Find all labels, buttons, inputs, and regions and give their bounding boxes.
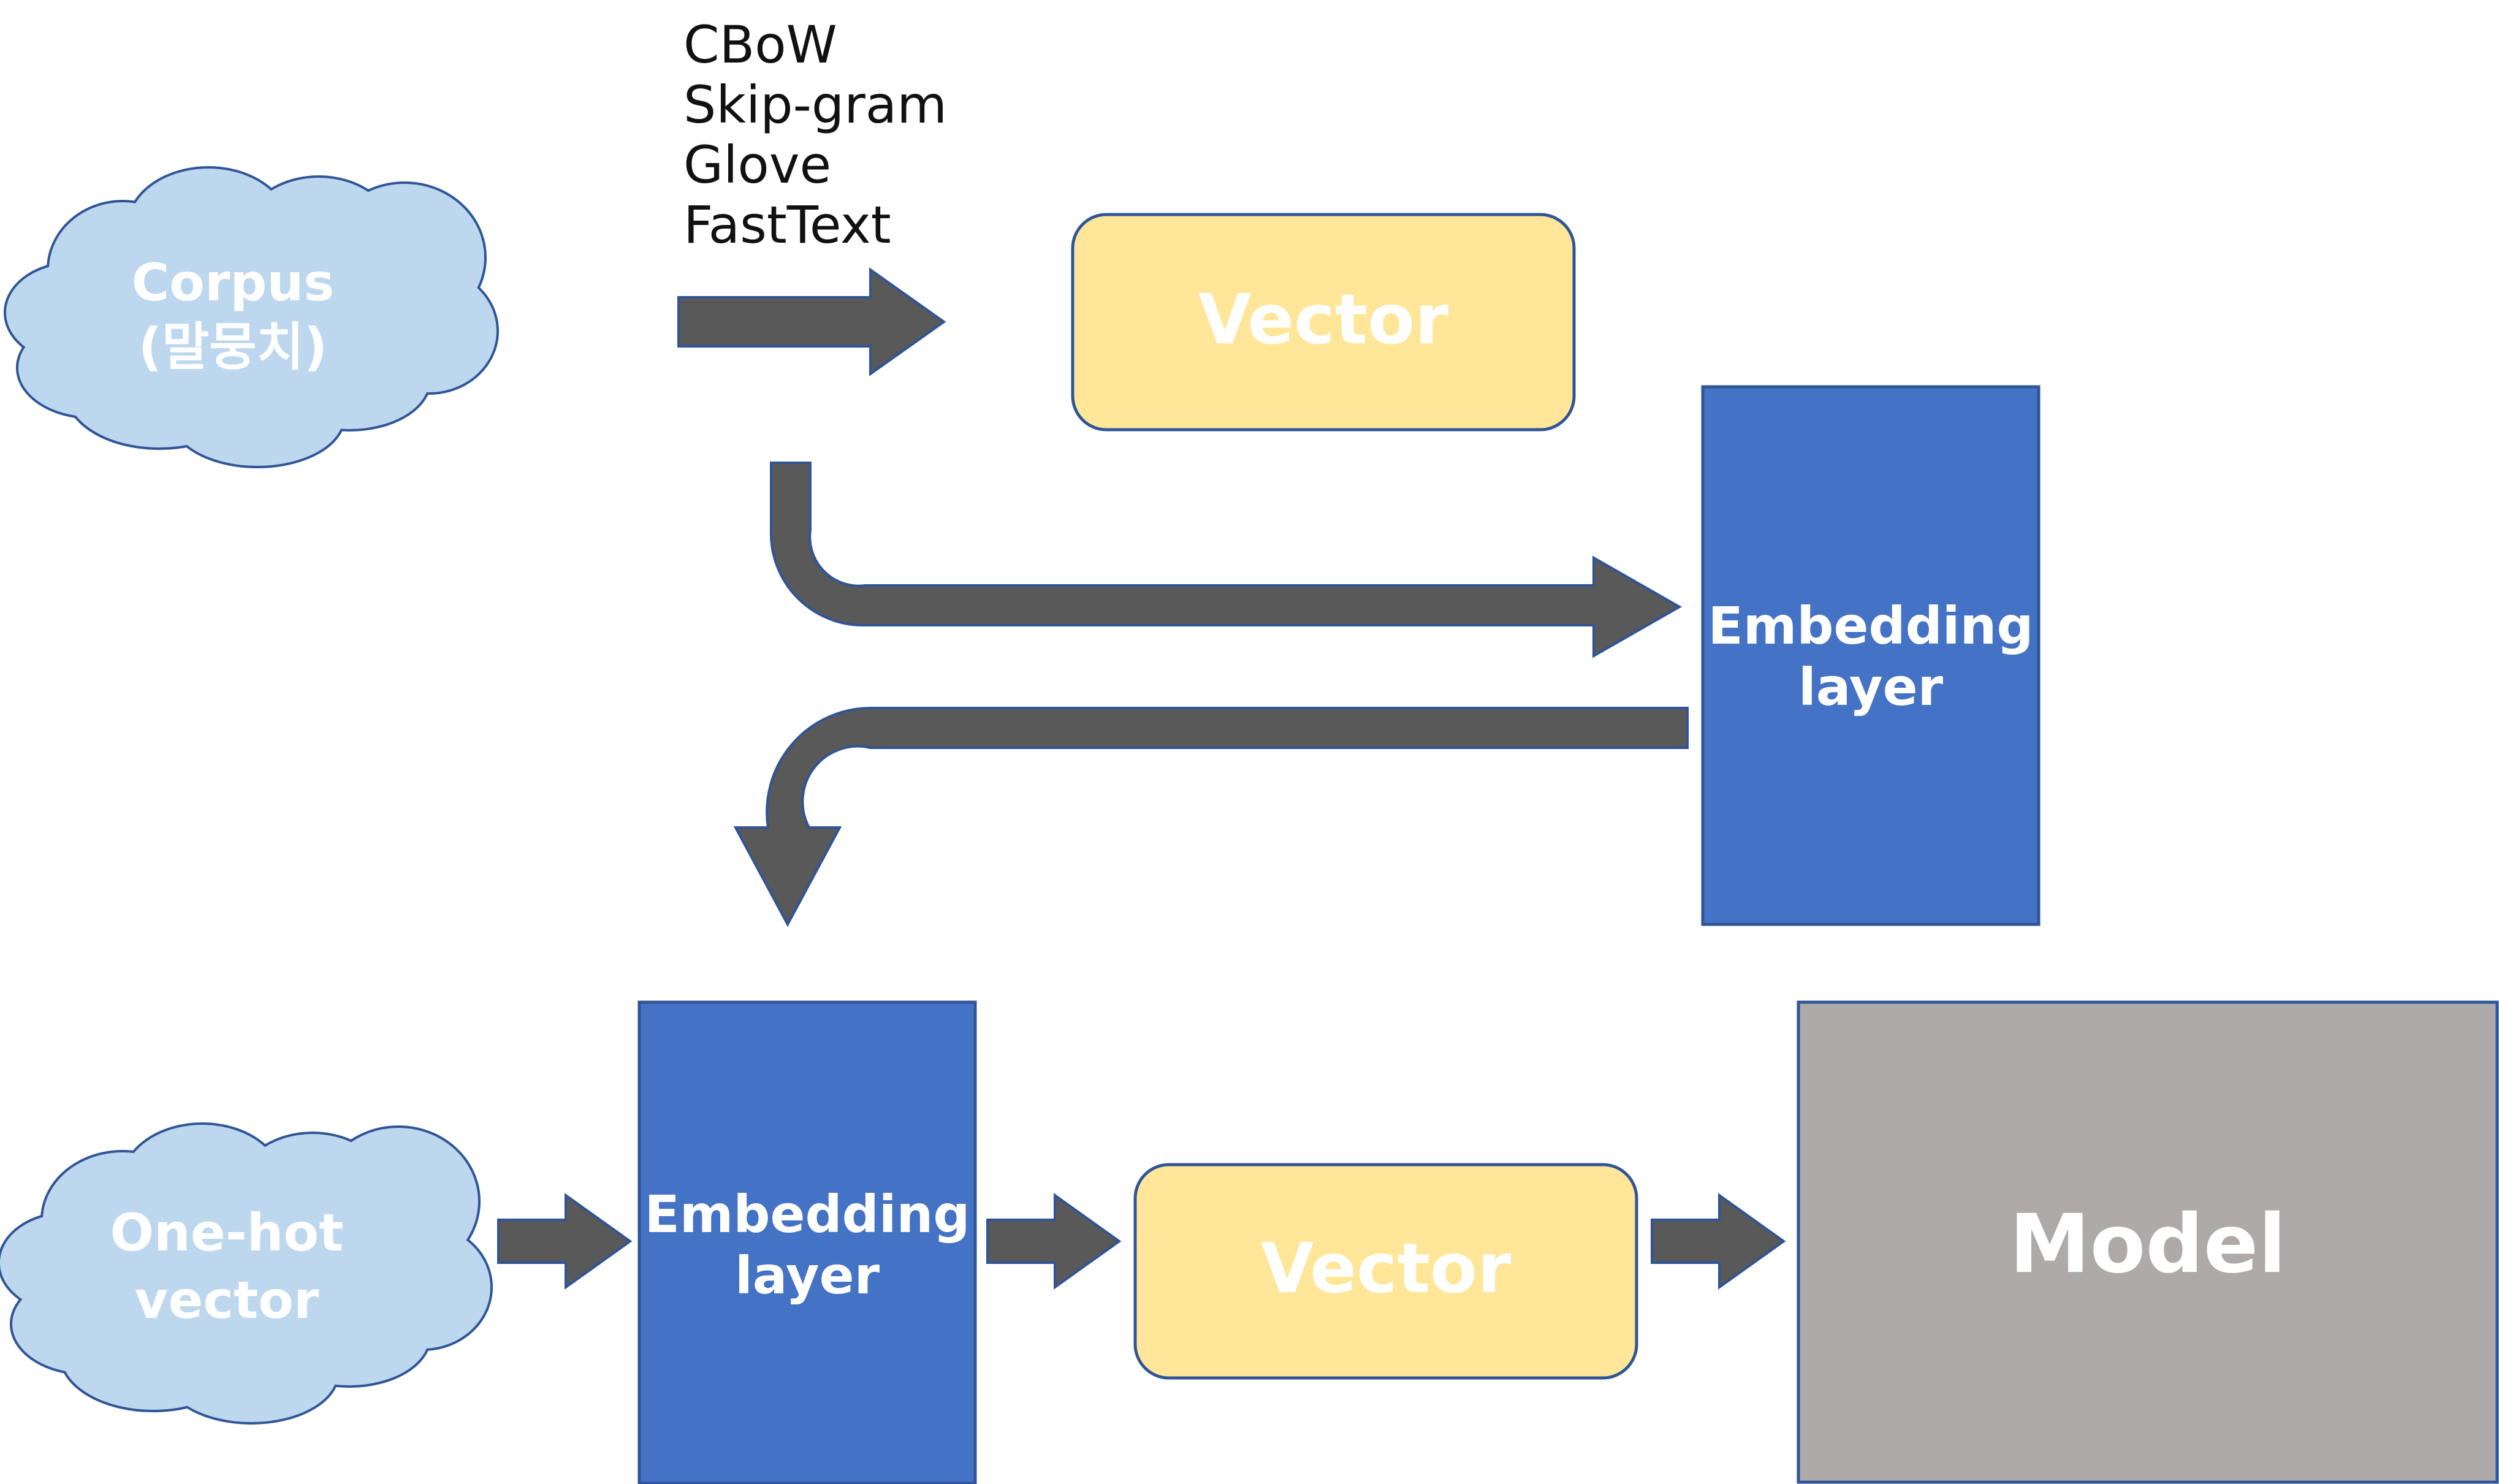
method-fasttext: FastText <box>683 195 891 255</box>
vector-box-bottom-shape <box>1133 1163 1638 1380</box>
vector-box-top: Vector <box>1071 213 1576 432</box>
corpus-label: Corpus <box>132 253 335 313</box>
one-hot-label-line2: vector <box>135 1270 319 1330</box>
corpus-cloud-shape <box>4 166 499 468</box>
method-skip-gram: Skip-gram <box>683 75 947 135</box>
model-box-shape <box>1797 1000 2499 1484</box>
model-box: Model <box>1797 1000 2499 1484</box>
embedding-methods-list: CBoW Skip-gram Glove FastText <box>683 15 947 255</box>
one-hot-cloud-shape <box>0 1122 493 1425</box>
embedding-bottom-label-line2: layer <box>735 1246 880 1306</box>
one-hot-label-line1: One-hot <box>110 1203 344 1263</box>
embedding-layer-top: Embedding layer <box>1701 385 2041 926</box>
vector-to-model-arrow <box>1651 1193 1786 1290</box>
vector-top-label: Vector <box>1198 280 1449 360</box>
embedding-layer-top-shape <box>1701 385 2041 926</box>
vector-box-bottom: Vector <box>1133 1163 1638 1380</box>
embedding-top-label-line1: Embedding <box>1708 596 2034 656</box>
embedding-layer-bottom: Embedding layer <box>637 1000 977 1484</box>
corpus-to-embedding-arrow <box>769 462 1683 658</box>
methods-to-vector-arrow <box>677 267 946 376</box>
method-cbow: CBoW <box>683 15 837 75</box>
corpus-korean-label: (말뭉치) <box>139 317 328 377</box>
embedding-top-label-line2: layer <box>1798 657 1944 717</box>
embedding-layer-bottom-shape <box>637 1000 977 1484</box>
embedding-to-bottom-arrow <box>733 707 1689 927</box>
method-glove: Glove <box>683 135 831 195</box>
vector-bottom-label: Vector <box>1261 1229 1512 1309</box>
embedding-to-vector-arrow <box>986 1193 1122 1290</box>
corpus-cloud: Corpus (말뭉치) <box>4 166 499 468</box>
model-label: Model <box>2009 1197 2286 1292</box>
vector-box-top-shape <box>1071 213 1576 432</box>
onehot-to-embedding-arrow <box>497 1193 633 1290</box>
one-hot-cloud: One-hot vector <box>0 1122 493 1425</box>
embedding-bottom-label-line1: Embedding <box>645 1184 970 1244</box>
